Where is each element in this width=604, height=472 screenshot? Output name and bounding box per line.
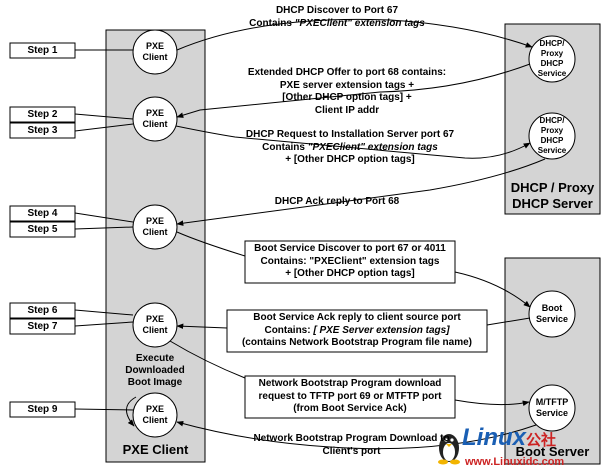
step-2-label: Step 2 — [27, 109, 58, 120]
client-nodes — [132, 29, 178, 438]
step-6-label: Step 6 — [27, 305, 58, 316]
arrow-boot-ack — [177, 317, 531, 328]
client-node-3 — [132, 204, 178, 250]
step-2-connector — [74, 113, 134, 120]
server-nodes — [528, 35, 576, 432]
watermark-brand: Linux — [462, 424, 526, 451]
boot-ack-box — [226, 309, 488, 353]
step-7-box — [9, 318, 76, 335]
arrow-nbp-request — [169, 340, 529, 405]
dhcp-proxy-node-2 — [528, 112, 576, 160]
dhcp-proxy-node-1 — [528, 35, 576, 83]
dhcp-ack-message: DHCP Ack reply to Port 68 — [274, 196, 400, 207]
dhcp-request-message: DHCP Request to Installation Server port… — [245, 129, 455, 165]
step-6-connector — [74, 309, 134, 316]
nbp-request-box — [244, 375, 456, 419]
watermark-cn: 公社 — [526, 432, 557, 449]
step-9-label: Step 9 — [27, 404, 58, 415]
watermark-url[interactable]: www.Linuxidc.com — [465, 456, 565, 468]
client-node-2 — [132, 96, 178, 142]
step-1-label: Step 1 — [27, 45, 58, 56]
step-4-connector — [74, 212, 134, 223]
boot-ack-message: Boot Service Ack reply to client source … — [241, 312, 473, 348]
dhcp-offer-message: Extended DHCP Offer to port 68 contains:… — [247, 67, 447, 116]
penguin-icon — [438, 434, 460, 465]
watermark-logo: Linux公社 — [462, 426, 602, 453]
boot-discover-message: Boot Service Discover to port 67 or 4011… — [254, 243, 446, 279]
boot-server-column-title: Boot Server — [515, 444, 590, 459]
step-9-connector — [74, 408, 135, 411]
execute-loop-arc — [126, 396, 137, 427]
message-arrows — [169, 18, 546, 450]
step-boxes — [9, 42, 76, 418]
step-7-connector — [74, 321, 134, 327]
client-node-5 — [132, 392, 178, 438]
step-5-label: Step 5 — [27, 224, 58, 235]
arrow-nbp-download — [176, 420, 537, 450]
arrow-dhcp-request — [175, 125, 531, 159]
step-3-connector — [74, 123, 134, 132]
client-node-1 — [132, 29, 178, 75]
arrow-dhcp-offer — [176, 63, 531, 118]
step-3-label: Step 3 — [27, 125, 58, 136]
pxe-client-column-title: PXE Client — [122, 442, 189, 457]
step-7-label: Step 7 — [27, 321, 58, 332]
step-5-box — [9, 221, 76, 238]
message-boxes — [226, 240, 488, 419]
arrow-boot-discover — [176, 231, 530, 307]
step-4-label: Step 4 — [27, 208, 58, 219]
boot-discover-box — [244, 240, 456, 284]
step-connectors — [74, 49, 135, 411]
step-5-connector — [74, 226, 134, 230]
arrow-dhcp-ack — [176, 158, 546, 226]
arrow-dhcp-discover — [176, 18, 533, 51]
